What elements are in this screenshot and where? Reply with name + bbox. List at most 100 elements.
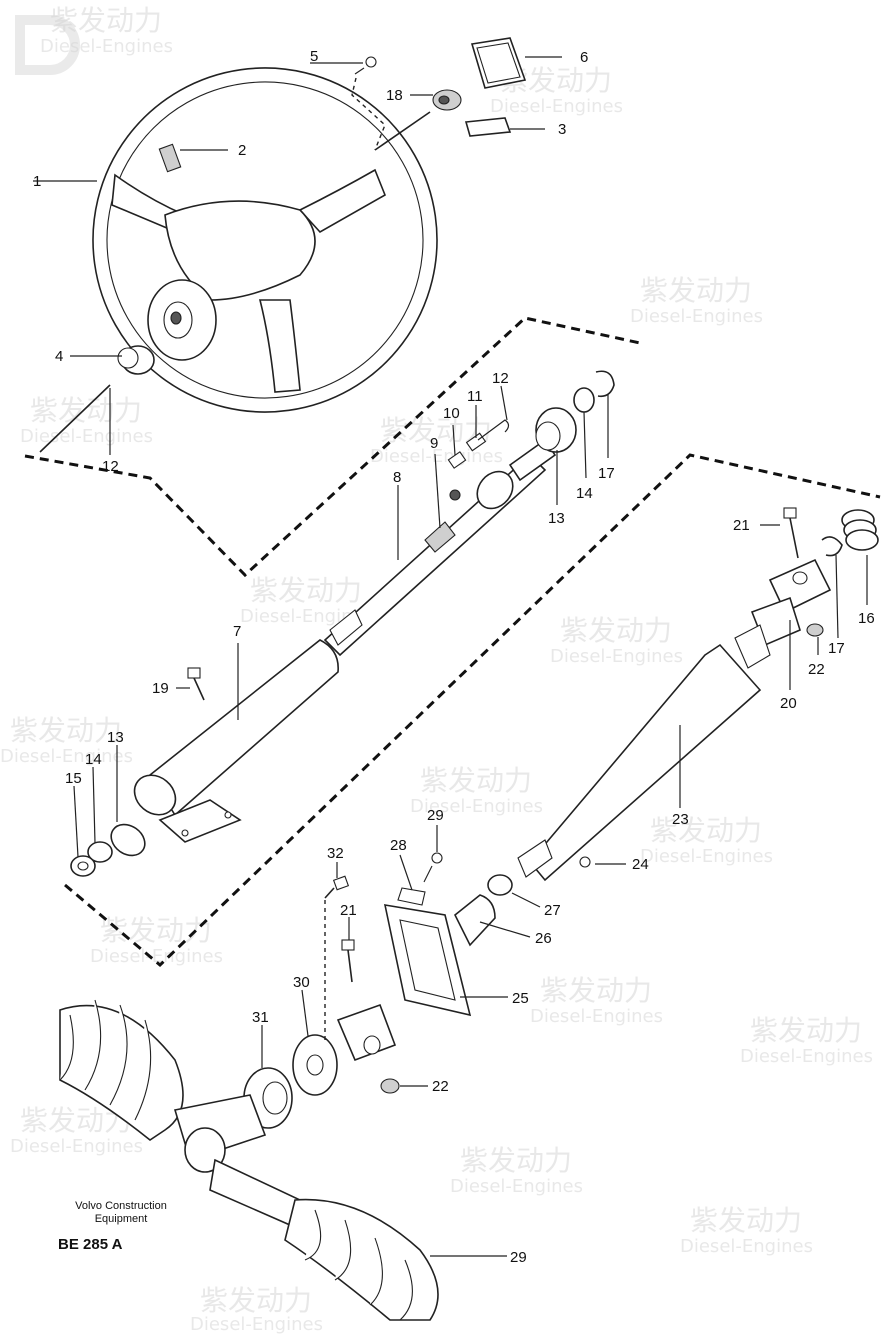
callout-3: 3 (558, 121, 566, 138)
part-14-lower-ring (87, 841, 113, 863)
part-20-universal-joint (750, 558, 832, 647)
part-18-nut (432, 89, 462, 111)
lower-assembly-boundary (64, 453, 881, 968)
callout-9: 9 (430, 435, 438, 452)
part-13-lower-bushing (110, 823, 146, 857)
callout-12-upper: 12 (492, 370, 509, 387)
part-22-nut (806, 623, 824, 637)
callout-20: 20 (780, 695, 797, 712)
watermark-sub: Diesel-Engines (10, 1136, 143, 1157)
callout-17-upper: 17 (598, 465, 615, 482)
callout-31: 31 (252, 1009, 269, 1026)
part-12-pin (39, 384, 111, 453)
part-7-column-tube (133, 639, 339, 843)
part-17-clip-right (821, 536, 843, 557)
callout-29-upper: 29 (427, 807, 444, 824)
watermark-brand: 紫发动力 (420, 764, 532, 797)
part-22-lower-nut (380, 1078, 400, 1094)
callout-27: 27 (544, 902, 561, 919)
callout-4: 4 (55, 348, 63, 365)
watermark-sub: Diesel-Engines (410, 796, 543, 817)
watermark-sub: Diesel-Engines (0, 746, 133, 767)
part-21-bolt (783, 507, 799, 559)
steering-wheel (92, 67, 438, 413)
part-16-spring (841, 509, 879, 551)
callout-8: 8 (393, 469, 401, 486)
watermark-brand: 紫发动力 (640, 274, 752, 307)
part-6-cap (470, 37, 527, 89)
watermark-brand: 紫发动力 (650, 814, 762, 847)
watermark-sub: Diesel-Engines (450, 1176, 583, 1197)
part-17-clip (595, 370, 615, 398)
watermark-sub: Diesel-Engines (630, 306, 763, 327)
watermark-sub: Diesel-Engines (550, 646, 683, 667)
callout-1: 1 (33, 173, 41, 190)
part-13-bearing (535, 407, 577, 453)
steering-gear (59, 999, 439, 1321)
watermark-sub: Diesel-Engines (490, 96, 623, 117)
part-21-lower-bolt (341, 939, 355, 983)
callout-numbers: 1 2 3 4 5 6 7 8 9 10 11 12 12 13 13 14 1… (33, 48, 875, 1266)
watermark-sub: Diesel-Engines (680, 1236, 813, 1257)
watermark-brand: 紫发动力 (250, 574, 362, 607)
callout-30: 30 (293, 974, 310, 991)
lower-yoke (336, 1003, 397, 1062)
callout-22-lower: 22 (432, 1078, 449, 1095)
part-32-bolt (324, 875, 350, 899)
callout-23: 23 (672, 811, 689, 828)
callout-19: 19 (152, 680, 169, 697)
callout-29-lower: 29 (510, 1249, 527, 1266)
callout-7: 7 (233, 623, 241, 640)
callout-14-upper: 14 (576, 485, 593, 502)
watermark-sub: Diesel-Engines (740, 1046, 873, 1067)
watermark-brand: 紫发动力 (200, 1284, 312, 1317)
part-26-boot (453, 894, 496, 947)
callout-22-upper: 22 (808, 661, 825, 678)
watermark-sub: Diesel-Engines (90, 946, 223, 967)
callout-28: 28 (390, 837, 407, 854)
watermark-brand: 紫发动力 (750, 1014, 862, 1047)
callout-2: 2 (238, 142, 246, 159)
callout-32: 32 (327, 845, 344, 862)
part-15-washer (70, 855, 96, 877)
watermark-sub: Diesel-Engines (370, 446, 503, 467)
callout-11: 11 (467, 388, 483, 405)
watermark-logo-icon (15, 15, 80, 75)
watermark-brand: 紫发动力 (30, 394, 142, 427)
part-23-intermediate-shaft (517, 624, 771, 882)
caption-maker: Volvo Construction Equipment (66, 1200, 176, 1226)
watermark-brand: 紫发动力 (460, 1144, 572, 1177)
watermark-brand: 紫发动力 (560, 614, 672, 647)
watermark-sub: Diesel-Engines (640, 846, 773, 867)
watermark-sub: Diesel-Engines (190, 1314, 323, 1335)
upper-steering-shaft (323, 438, 557, 657)
callout-21-upper: 21 (733, 517, 750, 534)
callout-14-lower: 14 (85, 751, 102, 768)
callout-15: 15 (65, 770, 82, 787)
watermark-brand: 紫发动力 (690, 1204, 802, 1237)
callout-17-lower: 17 (828, 640, 845, 657)
part-3-plate (464, 117, 512, 137)
screw-path (351, 77, 386, 151)
callout-24: 24 (632, 856, 649, 873)
callout-25: 25 (512, 990, 529, 1007)
part-2-key (158, 143, 182, 173)
part-30-flange (292, 1034, 338, 1096)
caption-line-2: Equipment (94, 1213, 148, 1225)
part-19-bolt (187, 667, 205, 701)
part-28-seal (397, 887, 426, 906)
callout-10: 10 (443, 405, 460, 422)
upper-assembly-boundary (24, 316, 641, 578)
part-25-bracket (383, 904, 472, 1017)
watermark-sub: Diesel-Engines (20, 426, 153, 447)
part-5-screw (354, 56, 377, 75)
part-29-screw (423, 852, 443, 883)
callout-6: 6 (580, 49, 588, 66)
callout-13-lower: 13 (107, 729, 124, 746)
callout-26: 26 (535, 930, 552, 947)
part-4-bushing (117, 345, 155, 375)
watermark-brand: 紫发动力 (50, 4, 162, 37)
watermark-brand: 紫发动力 (100, 914, 212, 947)
part-10-11-small-parts (447, 419, 510, 501)
